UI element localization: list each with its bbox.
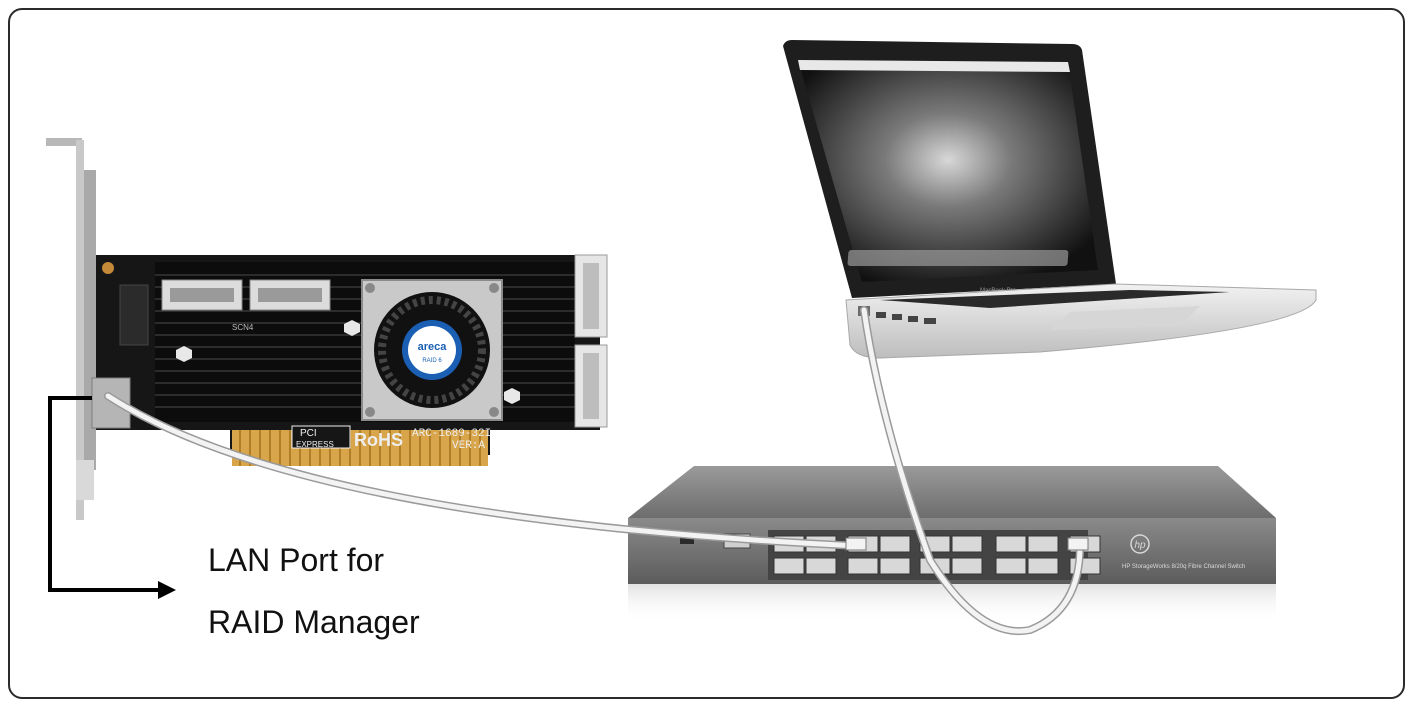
sas-connector-internal bbox=[161, 279, 331, 311]
laptop: MacBook Pro bbox=[783, 40, 1317, 359]
dip-switches bbox=[119, 284, 149, 346]
trackpad bbox=[1050, 306, 1200, 330]
pci-bracket bbox=[46, 138, 96, 520]
caption-line-1: LAN Port for bbox=[208, 542, 385, 578]
side-ports bbox=[876, 312, 936, 324]
sas-connector-external bbox=[574, 254, 608, 428]
fibre-channel-switch: hp HP StorageWorks 8/20q Fibre Channel S… bbox=[628, 466, 1276, 624]
version-label: VER:A bbox=[452, 440, 485, 452]
menu-bar bbox=[798, 60, 1070, 72]
fan-sublabel: RAID 6 bbox=[422, 358, 442, 364]
pci-express-logo: PCI EXPRESS bbox=[291, 425, 351, 449]
dock bbox=[847, 250, 1069, 266]
connector-label: SCN4 bbox=[232, 323, 254, 332]
hp-logo-text: hp bbox=[1134, 540, 1146, 551]
cables bbox=[104, 306, 1084, 636]
caption-line-2: RAID Manager bbox=[208, 604, 420, 640]
raid-controller-card: SCN4 areca RAID 6 bbox=[46, 138, 608, 520]
mounting-screw bbox=[102, 262, 114, 274]
express-label: EXPRESS bbox=[296, 440, 334, 449]
pci-label: PCI bbox=[300, 428, 317, 439]
laptop-screen bbox=[798, 60, 1098, 282]
model-label: ARC-1689-32I bbox=[412, 428, 491, 440]
laptop-to-switch-cable bbox=[861, 307, 1083, 634]
cooling-fan bbox=[361, 279, 503, 421]
switch-description: HP StorageWorks 8/20q Fibre Channel Swit… bbox=[1122, 564, 1245, 570]
standoffs bbox=[176, 320, 520, 404]
callout-arrow bbox=[48, 396, 176, 599]
card-to-switch-cable bbox=[105, 393, 863, 549]
keyboard bbox=[880, 290, 1230, 308]
cable-connector bbox=[1067, 537, 1089, 551]
switch-top bbox=[628, 466, 1276, 518]
cable-connector bbox=[845, 537, 867, 551]
fan-brand-label: areca bbox=[418, 341, 448, 353]
hp-logo bbox=[1130, 534, 1150, 554]
rohs-label: RoHS bbox=[354, 430, 403, 450]
